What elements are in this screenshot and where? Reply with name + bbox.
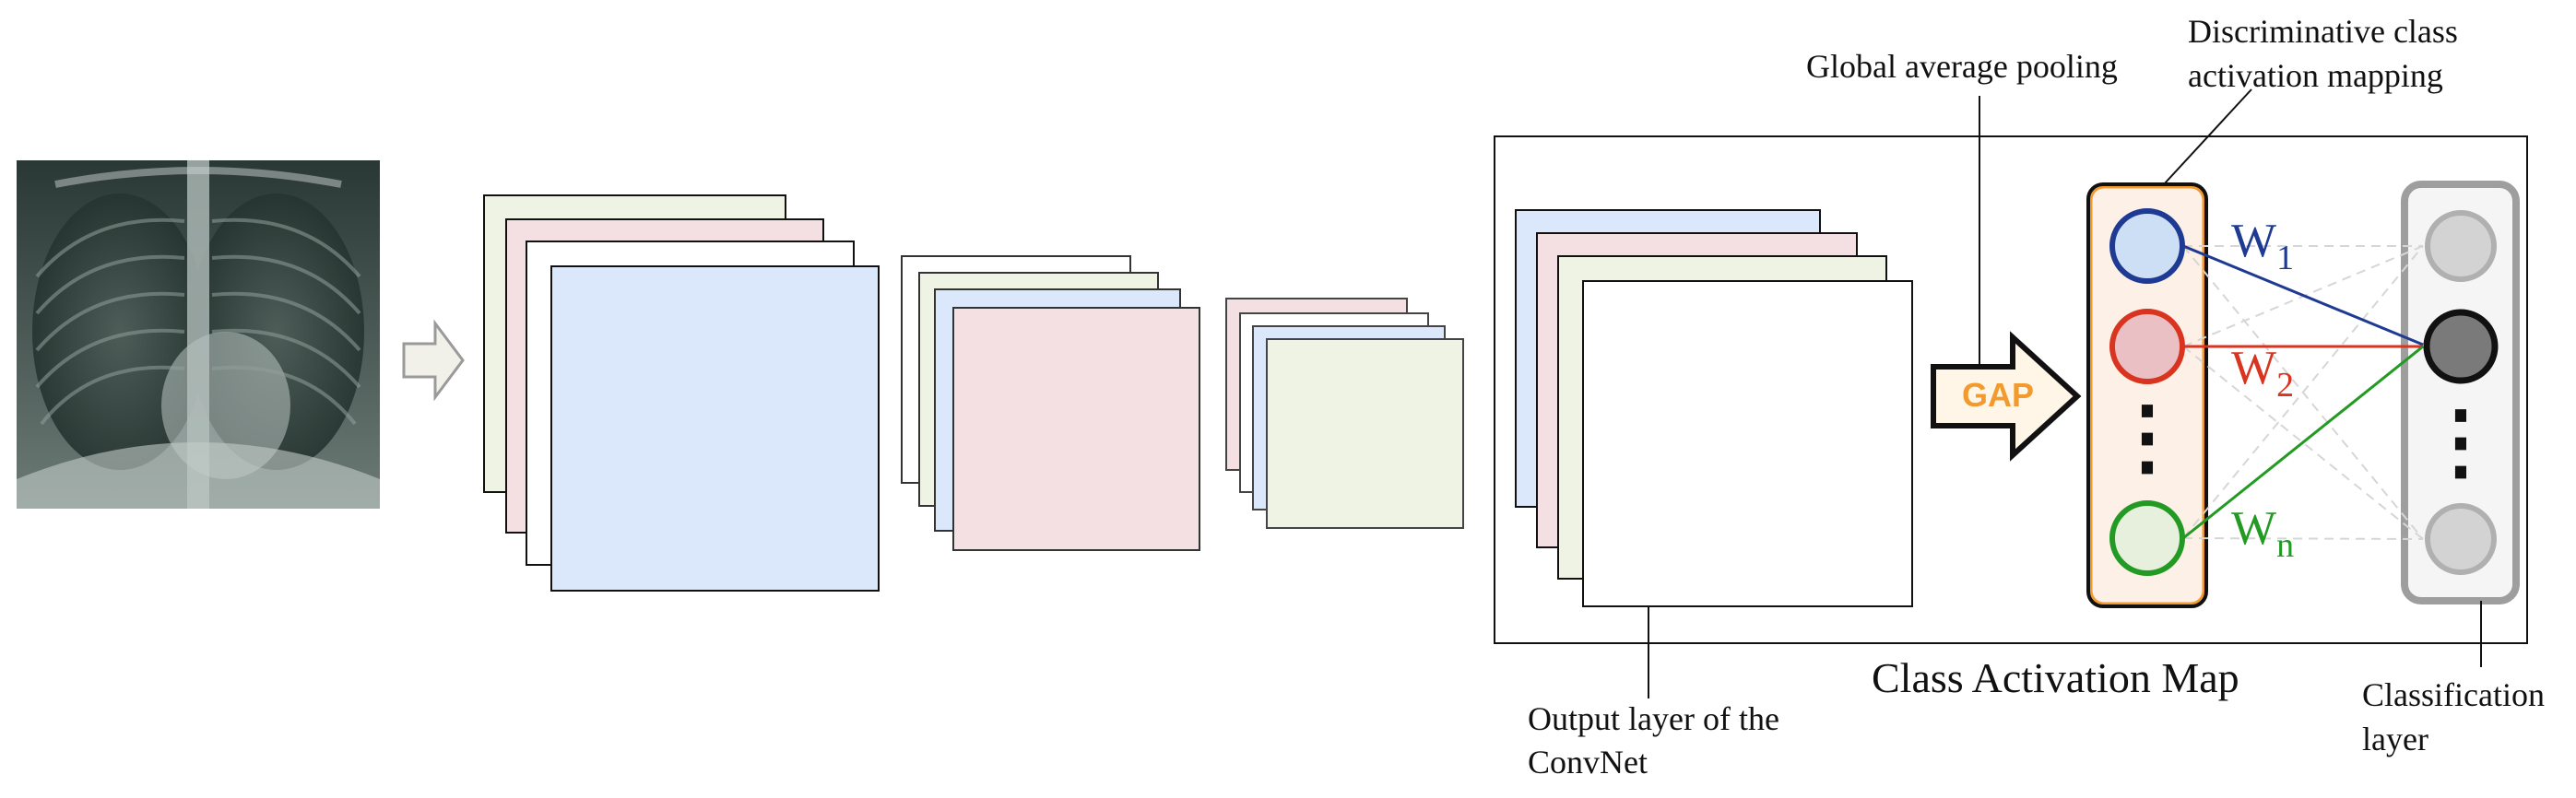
w1-edge [2182, 244, 2424, 346]
feature-map [1266, 338, 1464, 529]
feature-map [952, 307, 1200, 551]
weighted-connections [2182, 244, 2424, 540]
feature-map-stack-1 [483, 194, 880, 592]
gap-arrow-text: GAP [1962, 376, 2034, 414]
gap-label: Global average pooling [1806, 48, 2118, 85]
output-layer-label-line2: ConvNet [1528, 744, 1648, 780]
node-blue [2109, 208, 2185, 284]
output-node [2425, 210, 2497, 282]
cam-box [1494, 135, 2528, 644]
gap-layer-vdots: ⋮ [2106, 393, 2189, 484]
weight-label-1: W1 [2231, 215, 2294, 277]
chest-xray-image [17, 160, 380, 509]
gap-layer-box [2089, 185, 2205, 605]
output-node-active [2423, 309, 2499, 384]
dense-connections [2182, 245, 2424, 540]
output-node [2425, 503, 2497, 575]
classification-nodes [2423, 210, 2499, 575]
dcam-pointer [2163, 88, 2252, 185]
right-arrow-icon [402, 319, 465, 402]
classification-layer-box [2401, 181, 2520, 604]
cam-title: Class Activation Map [1872, 654, 2239, 701]
gap-arrow: GAP [1931, 331, 2082, 462]
feature-map-stack-3 [1225, 298, 1464, 529]
node-red [2109, 309, 2185, 384]
classification-vdots: ⋮ [2419, 397, 2502, 488]
dcam-label-line1: Discriminative class [2188, 13, 2458, 50]
wn-edge [2182, 345, 2424, 540]
gap-nodes [2109, 208, 2185, 576]
classification-label-line2: layer [2362, 721, 2428, 757]
dcam-label-line2: activation mapping [2188, 57, 2443, 94]
weight-label-2: W2 [2231, 342, 2294, 405]
feature-map [550, 265, 880, 592]
classification-label-line1: Classification [2362, 676, 2545, 713]
output-layer-label-line1: Output layer of the [1528, 700, 1779, 737]
node-green [2109, 500, 2185, 576]
feature-map-stack-2 [901, 255, 1200, 551]
output-layer-stack [1515, 209, 1913, 607]
feature-map [1582, 280, 1913, 607]
weight-label-n: Wn [2231, 502, 2294, 565]
